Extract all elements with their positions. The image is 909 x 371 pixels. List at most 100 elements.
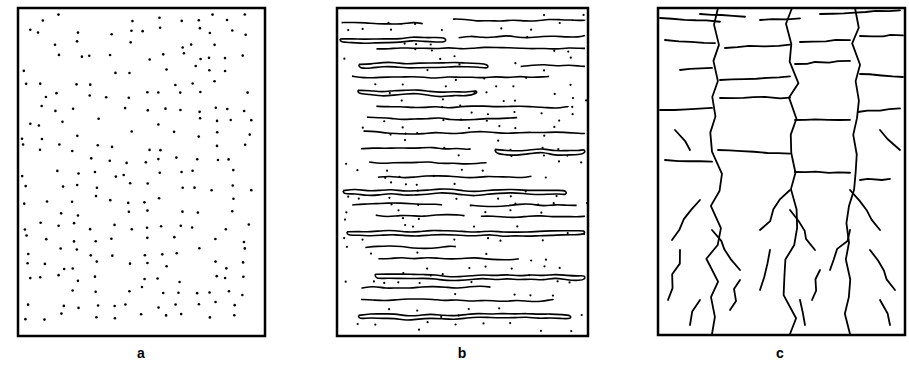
dot — [442, 98, 444, 100]
layer-streak — [343, 189, 566, 196]
crack-line — [760, 250, 770, 290]
dot — [558, 160, 560, 162]
dot — [398, 176, 400, 178]
dot — [129, 262, 132, 265]
dot — [345, 281, 347, 283]
dot — [580, 161, 582, 163]
dot — [443, 147, 445, 149]
dot — [404, 139, 406, 141]
dot — [157, 306, 160, 309]
dot — [417, 190, 419, 192]
dot — [89, 254, 92, 257]
dot — [553, 126, 555, 128]
dot — [510, 155, 512, 157]
dot — [21, 175, 24, 178]
crack-line — [668, 250, 680, 300]
dot — [213, 44, 216, 47]
crack-line — [790, 210, 815, 250]
dot — [141, 286, 144, 289]
dot — [108, 160, 111, 163]
dot — [181, 46, 184, 49]
dot — [509, 209, 511, 211]
layer-streak — [378, 176, 531, 178]
dot — [405, 183, 407, 185]
dot — [39, 82, 42, 85]
dot — [198, 303, 201, 306]
dot — [426, 69, 428, 71]
dot — [77, 31, 80, 34]
dot — [231, 210, 234, 213]
dot — [586, 202, 588, 204]
dot — [583, 233, 585, 235]
dot — [461, 169, 463, 171]
dot — [164, 107, 167, 110]
panel-label: a — [137, 345, 145, 361]
dot — [109, 199, 112, 202]
dot — [383, 282, 385, 284]
dot — [241, 294, 244, 297]
dot — [140, 313, 143, 316]
dot — [383, 120, 385, 122]
dot — [114, 317, 117, 320]
dot — [113, 224, 116, 227]
dot — [160, 225, 163, 228]
crack-line — [718, 150, 790, 154]
dot — [445, 85, 447, 87]
dot — [554, 93, 556, 95]
dot — [468, 127, 470, 129]
dot — [525, 190, 527, 192]
dot — [162, 53, 165, 56]
dot — [105, 96, 108, 99]
layer-streak — [352, 76, 549, 78]
dot — [346, 246, 348, 248]
dot — [180, 313, 183, 316]
dot — [370, 253, 372, 255]
layer-streak — [359, 62, 488, 68]
dot — [146, 182, 149, 185]
crack-line — [730, 280, 740, 310]
crack-line — [706, 8, 722, 334]
dot — [215, 275, 218, 278]
dot — [76, 40, 79, 43]
dot — [209, 316, 212, 319]
dot — [231, 184, 234, 187]
dot — [58, 143, 61, 146]
dot — [356, 169, 358, 171]
dot — [111, 254, 114, 257]
dot — [241, 54, 244, 57]
dot — [43, 318, 46, 321]
dot — [209, 32, 212, 35]
crack-line — [860, 74, 903, 77]
dot — [386, 170, 388, 172]
dot — [181, 210, 184, 213]
dot — [414, 23, 416, 25]
crack-line — [725, 45, 790, 48]
dot — [95, 195, 98, 198]
dot — [199, 117, 202, 120]
dot — [128, 210, 131, 213]
dot — [430, 274, 432, 276]
dot — [250, 119, 253, 122]
dot — [214, 301, 217, 304]
dot — [540, 330, 542, 332]
dot — [543, 154, 545, 156]
dot — [177, 291, 180, 294]
dot — [390, 29, 392, 31]
dot — [180, 225, 183, 228]
dot — [131, 20, 134, 23]
dot — [404, 132, 406, 134]
dot — [498, 125, 500, 127]
dot — [402, 217, 404, 219]
dot — [125, 162, 128, 165]
dot — [159, 149, 162, 152]
layer-streak — [376, 106, 568, 108]
crack-line — [812, 270, 820, 300]
dot — [165, 68, 168, 71]
crack-line — [820, 10, 900, 14]
dot — [77, 214, 80, 217]
layer-streak — [376, 47, 585, 49]
layer-streak — [361, 147, 471, 149]
dot — [568, 281, 570, 283]
crack-line — [760, 190, 790, 230]
dot — [114, 72, 117, 75]
